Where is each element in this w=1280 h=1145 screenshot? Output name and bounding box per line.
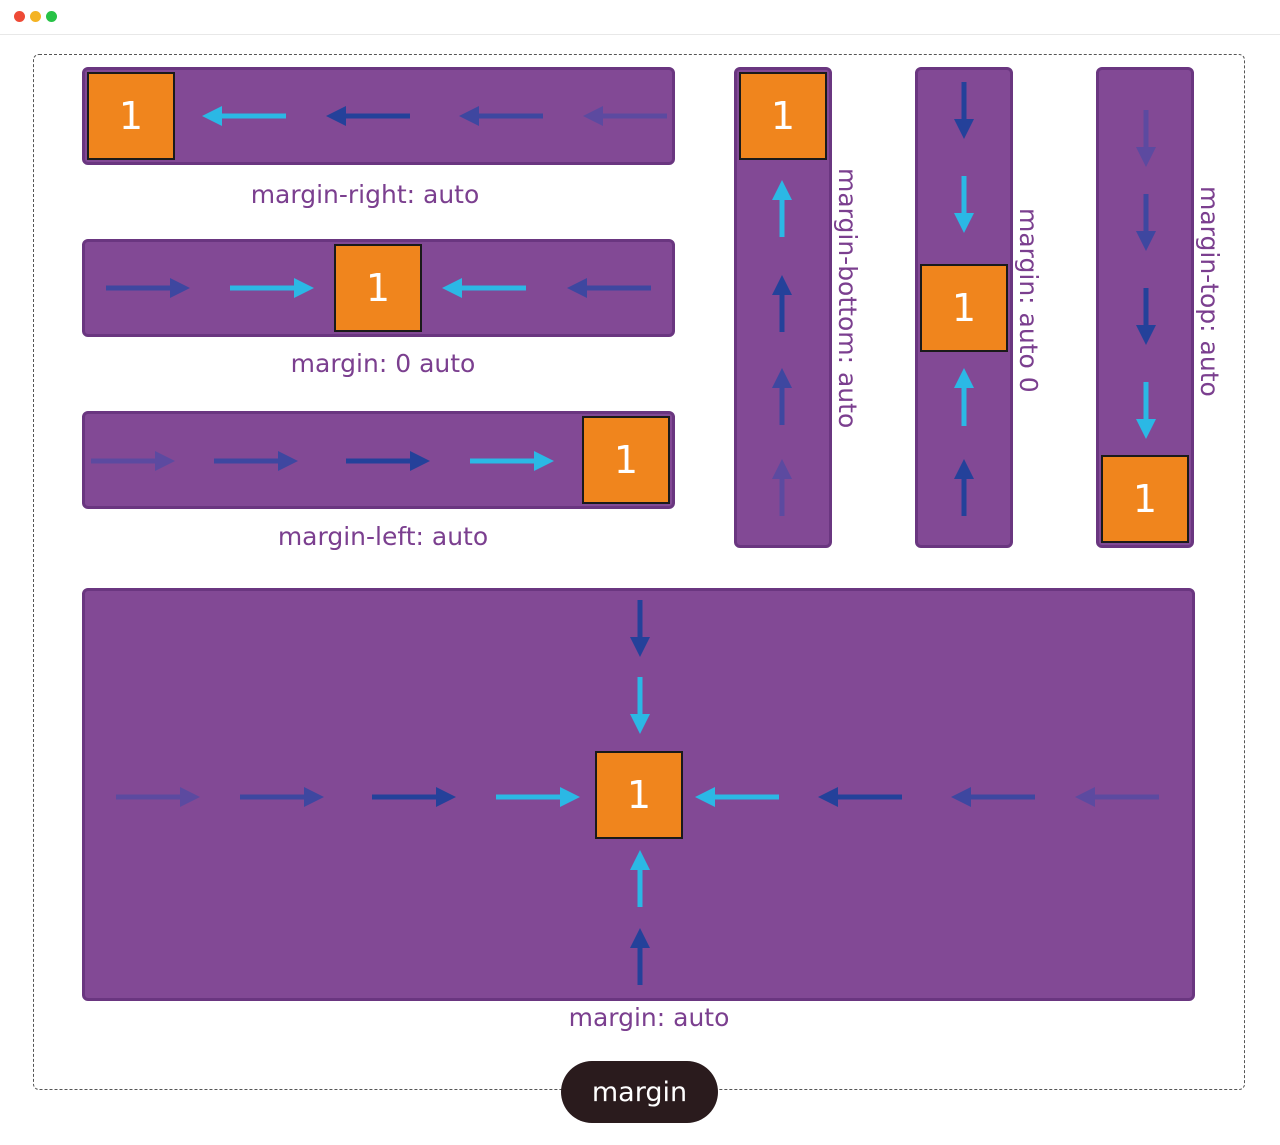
flex-item: 1 — [582, 416, 670, 504]
flex-item: 1 — [87, 72, 175, 160]
minimize-dot[interactable] — [30, 11, 41, 22]
close-dot[interactable] — [14, 11, 25, 22]
caption-margin-0-auto: margin: 0 auto — [290, 349, 476, 378]
title-pill: margin — [561, 1061, 718, 1123]
flex-item: 1 — [920, 264, 1008, 352]
flex-item: 1 — [595, 751, 683, 839]
caption-margin-right-auto: margin-right: auto — [250, 180, 480, 209]
caption-margin-bottom-auto: margin-bottom: auto — [833, 168, 862, 429]
caption-margin-auto: margin: auto — [568, 1003, 730, 1032]
flex-item: 1 — [334, 244, 422, 332]
window-titlebar — [0, 0, 1280, 35]
flex-item: 1 — [739, 72, 827, 160]
maximize-dot[interactable] — [46, 11, 57, 22]
caption-margin-left-auto: margin-left: auto — [277, 522, 489, 551]
flex-item: 1 — [1101, 455, 1189, 543]
caption-margin-auto-0: margin: auto 0 — [1014, 208, 1043, 393]
caption-margin-top-auto: margin-top: auto — [1195, 186, 1224, 397]
container-margin-right-auto — [82, 67, 675, 165]
